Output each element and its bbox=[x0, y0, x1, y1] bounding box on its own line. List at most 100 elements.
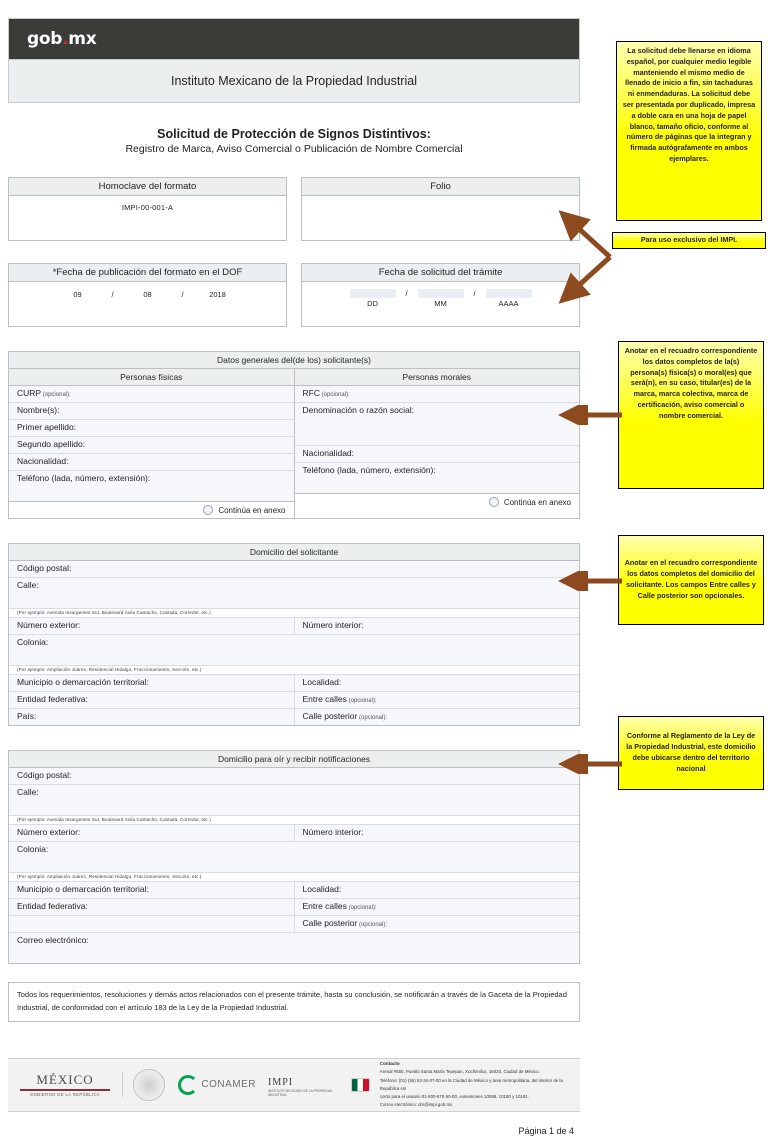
annex-morales[interactable]: Continúa en anexo bbox=[294, 493, 579, 510]
field-pais-solicitante-label: País: bbox=[17, 711, 37, 721]
field-denominacion-label: Denominación o razón social: bbox=[302, 405, 415, 415]
field-calle-solicitante[interactable]: Calle: bbox=[9, 578, 579, 609]
escudo-nacional-icon bbox=[123, 1068, 174, 1101]
field-nacionalidad-moral-label: Nacionalidad: bbox=[302, 448, 355, 458]
field-entre-calles-notif-optional: (opcional): bbox=[346, 905, 377, 911]
field-nacionalidad-moral[interactable]: Nacionalidad: bbox=[294, 446, 579, 463]
folio-input[interactable] bbox=[302, 196, 579, 240]
field-num-int-solicitante[interactable]: Número interior: bbox=[294, 618, 579, 634]
field-telefono-moral-label: Teléfono (lada, número, extensión): bbox=[302, 465, 436, 475]
impi-label: IMPI bbox=[268, 1076, 294, 1088]
field-primer-apellido[interactable]: Primer apellido: bbox=[9, 420, 294, 437]
field-localidad-solicitante[interactable]: Localidad: bbox=[294, 675, 579, 691]
field-entre-calles-notif[interactable]: Entre calles (opcional): bbox=[294, 899, 579, 915]
document-body: gob.mx Instituto Mexicano de la Propieda… bbox=[8, 18, 580, 1136]
fecha-dof-box: *Fecha de publicación del formato en el … bbox=[8, 263, 287, 327]
fecha-solicitud-label: Fecha de solicitud del trámite bbox=[302, 264, 579, 282]
annex-fisicas-label: Continúa en anexo bbox=[218, 505, 286, 515]
annex-morales-label: Continúa en anexo bbox=[503, 497, 571, 507]
hint-calle-solicitante: (Por ejemplo: Avenida Insurgentes Sur, B… bbox=[9, 609, 579, 618]
fecha-solicitud-mm-input[interactable] bbox=[417, 289, 464, 298]
domicilio-solicitante-section: Domicilio del solicitante Código postal:… bbox=[8, 543, 580, 726]
personas-morales-head: Personas morales bbox=[294, 369, 579, 386]
field-calle-posterior-solicitante[interactable]: Calle posterior (opcional): bbox=[294, 709, 579, 725]
field-rfc[interactable]: RFC (opcional): bbox=[294, 386, 579, 403]
field-segundo-apellido-label: Segundo apellido: bbox=[17, 439, 86, 449]
logo-gob: gob bbox=[27, 29, 63, 49]
fecha-solicitud-aaaa-input[interactable] bbox=[485, 289, 532, 298]
domicilio-solicitante-title: Domicilio del solicitante bbox=[9, 544, 579, 561]
field-nombres-label: Nombre(s): bbox=[17, 405, 60, 415]
mexico-logo-sub: GOBIERNO DE LA REPÚBLICA bbox=[20, 1089, 111, 1097]
hint-colonia-notif: (Por ejemplo: Ampliación Juárez, Residen… bbox=[9, 873, 579, 882]
folio-value bbox=[302, 196, 579, 203]
field-telefono-fisica-label: Teléfono (lada, número, extensión): bbox=[17, 473, 151, 483]
field-cp-solicitante-label: Código postal: bbox=[17, 563, 72, 573]
field-segundo-apellido[interactable]: Segundo apellido: bbox=[9, 437, 294, 454]
field-localidad-notif[interactable]: Localidad: bbox=[294, 882, 579, 898]
field-municipio-notif-label: Municipio o demarcación territorial: bbox=[17, 884, 149, 894]
note-domicilio: Anotar en el recuadro correspondiente lo… bbox=[624, 558, 758, 600]
field-municipio-notif[interactable]: Municipio o demarcación territorial: bbox=[9, 882, 295, 898]
document-footer: MÉXICO GOBIERNO DE LA REPÚBLICA CONAMER … bbox=[8, 1057, 580, 1112]
field-curp[interactable]: CURP (opcional): bbox=[9, 386, 294, 403]
field-entidad-notif[interactable]: Entidad federativa: bbox=[9, 899, 295, 915]
institute-title: Instituto Mexicano de la Propiedad Indus… bbox=[171, 74, 417, 88]
field-pais-solicitante[interactable]: País: bbox=[9, 709, 295, 725]
gaceta-notice: Todos los requerimientos, resoluciones y… bbox=[8, 982, 580, 1022]
folio-box: Folio bbox=[301, 177, 580, 241]
field-entidad-notif-label: Entidad federativa: bbox=[17, 901, 88, 911]
field-colonia-solicitante[interactable]: Colonia: bbox=[9, 635, 579, 666]
field-curp-optional: (opcional): bbox=[41, 392, 71, 398]
field-cp-notif[interactable]: Código postal: bbox=[9, 768, 579, 785]
field-num-int-solicitante-label: Número interior: bbox=[302, 620, 364, 630]
radio-icon[interactable] bbox=[203, 505, 214, 515]
fecha-solicitud-dd-label: DD bbox=[367, 299, 378, 308]
fecha-dof-label: *Fecha de publicación del formato en el … bbox=[9, 264, 286, 282]
field-correo-notif[interactable]: Correo electrónico: bbox=[9, 933, 579, 963]
field-cp-notif-label: Código postal: bbox=[17, 770, 72, 780]
mexico-flag-icon bbox=[350, 1077, 370, 1092]
contact-line-1: Arenal #550, Pueblo Santa María Tepepan,… bbox=[379, 1069, 540, 1075]
personas-fisicas-head: Personas físicas bbox=[9, 369, 294, 386]
field-telefono-fisica[interactable]: Teléfono (lada, número, extensión): bbox=[9, 471, 294, 501]
page-title: Solicitud de Protección de Signos Distin… bbox=[8, 127, 580, 155]
personas-fisicas-column: Personas físicas CURP (opcional): Nombre… bbox=[9, 369, 295, 518]
hint-calle-notif: (Por ejemplo: Avenida Insurgentes Sur, B… bbox=[9, 816, 579, 825]
note-territorio: Conforme al Reglamento de la Ley de la P… bbox=[626, 731, 756, 773]
radio-icon[interactable] bbox=[488, 497, 499, 507]
field-telefono-moral[interactable]: Teléfono (lada, número, extensión): bbox=[294, 463, 579, 493]
field-num-ext-solicitante[interactable]: Número exterior: bbox=[9, 618, 295, 634]
fecha-dof-body: 09 / 08 / 2018 bbox=[9, 282, 286, 326]
annex-fisicas[interactable]: Continúa en anexo bbox=[9, 501, 294, 518]
domicilio-notificaciones-title: Domicilio para oír y recibir notificacio… bbox=[9, 751, 579, 768]
contact-line-4: Correo electrónico: dm@impi.gob.mx bbox=[379, 1101, 453, 1107]
field-colonia-notif[interactable]: Colonia: bbox=[9, 842, 579, 873]
field-correo-notif-label: Correo electrónico: bbox=[17, 935, 89, 945]
field-nacionalidad-fisica-label: Nacionalidad: bbox=[17, 456, 69, 466]
field-entidad-solicitante[interactable]: Entidad federativa: bbox=[9, 692, 295, 708]
field-nombres[interactable]: Nombre(s): bbox=[9, 403, 294, 420]
fecha-dof-year: 2018 bbox=[209, 290, 226, 299]
note-domicilio-wrap: Anotar en el recuadro correspondiente lo… bbox=[618, 535, 764, 625]
field-municipio-solicitante[interactable]: Municipio o demarcación territorial: bbox=[9, 675, 295, 691]
field-num-ext-notif-label: Número exterior: bbox=[17, 827, 81, 837]
homoclave-box: Homoclave del formato IMPI-00-001-A bbox=[8, 177, 287, 241]
field-calle-posterior-notif[interactable]: Calle posterior (opcional): bbox=[294, 916, 579, 932]
fecha-solicitud-body[interactable]: / / DD MM AAAA bbox=[302, 282, 579, 326]
datos-generales-section: Datos generales del(de los) solicitante(… bbox=[8, 351, 580, 519]
field-calle-solicitante-label: Calle: bbox=[17, 580, 39, 590]
arrow-domicilio bbox=[558, 571, 622, 591]
field-entre-calles-solicitante-label: Entre calles bbox=[302, 694, 347, 704]
mexico-logo: MÉXICO GOBIERNO DE LA REPÚBLICA bbox=[8, 1072, 124, 1097]
note-llenado: La solicitud debe llenarse en idioma esp… bbox=[616, 41, 762, 221]
field-entre-calles-solicitante-optional: (opcional): bbox=[346, 698, 377, 704]
field-num-int-notif[interactable]: Número interior: bbox=[294, 825, 579, 841]
field-calle-notif[interactable]: Calle: bbox=[9, 785, 579, 816]
fecha-solicitud-dd-input[interactable] bbox=[349, 289, 396, 298]
field-nacionalidad-fisica[interactable]: Nacionalidad: bbox=[9, 454, 294, 471]
field-num-ext-notif[interactable]: Número exterior: bbox=[9, 825, 295, 841]
field-denominacion[interactable]: Denominación o razón social: bbox=[294, 403, 579, 446]
field-cp-solicitante[interactable]: Código postal: bbox=[9, 561, 579, 578]
field-entre-calles-solicitante[interactable]: Entre calles (opcional): bbox=[294, 692, 579, 708]
